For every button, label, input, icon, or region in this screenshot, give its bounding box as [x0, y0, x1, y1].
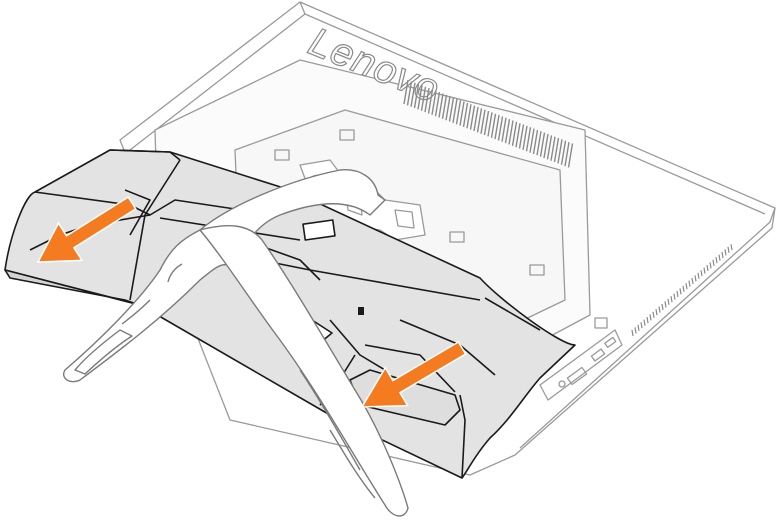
vent-slot: [508, 120, 514, 145]
vent-slot: [504, 119, 511, 144]
vent-slot: [501, 117, 507, 142]
vent-slot: [452, 98, 458, 124]
vent-slot: [655, 309, 658, 316]
vent-slot: [694, 275, 697, 282]
vent-slot: [529, 128, 535, 153]
vent-slot: [715, 257, 718, 264]
vent-slot: [546, 135, 553, 160]
right-cover-removal-arrow: [360, 340, 467, 408]
stand-left-leg: [63, 229, 236, 383]
vent-slot: [403, 79, 409, 105]
vent-slot: [518, 124, 525, 149]
vent-slot: [466, 104, 472, 129]
vent-slot: [560, 140, 567, 165]
vent-slot: [637, 324, 640, 331]
vent-slot: [462, 102, 469, 128]
top-vent-grille: [403, 79, 574, 168]
vent-slot: [649, 314, 652, 321]
vent-slot: [522, 125, 528, 151]
vent-slot: [480, 109, 486, 134]
side-vent-grille: [631, 244, 733, 337]
vent-slot: [679, 288, 682, 295]
vent-slot: [631, 329, 634, 337]
vent-slot: [673, 293, 676, 300]
vent-slot: [487, 112, 493, 137]
vent-slot: [564, 141, 570, 167]
vent-slot: [543, 133, 549, 159]
vent-slot: [441, 94, 448, 119]
vent-slot: [706, 264, 709, 272]
vent-slot: [658, 306, 661, 313]
vent-slot: [420, 86, 427, 111]
vent-slot: [490, 113, 497, 138]
vent-slot: [709, 262, 712, 269]
vent-slot: [459, 101, 465, 126]
vent-slot: [557, 139, 563, 164]
vent-slot: [473, 106, 479, 132]
vent-slot: [413, 83, 420, 109]
vent-slot: [703, 267, 706, 274]
vent-slot: [406, 81, 413, 106]
vent-slot: [667, 298, 670, 305]
vent-slot: [536, 131, 542, 156]
vent-slot: [670, 296, 673, 303]
stand-front-leg: [199, 225, 409, 517]
vent-slot: [664, 301, 667, 308]
vent-slot: [697, 272, 700, 279]
vent-slot: [727, 246, 730, 253]
vent-slot: [448, 97, 455, 122]
vent-slot: [721, 251, 724, 259]
vent-slot: [661, 303, 664, 311]
vent-slot: [718, 254, 721, 261]
vent-slot: [434, 92, 441, 117]
vent-slot: [455, 100, 462, 125]
vent-slot: [676, 290, 679, 298]
vent-slot: [417, 85, 423, 110]
vent-slot: [640, 322, 643, 329]
vent-slot: [445, 96, 451, 121]
monitor-stand: [63, 169, 409, 517]
vent-slot: [469, 105, 476, 130]
vent-slot: [427, 89, 434, 114]
vent-slot: [410, 82, 416, 107]
vent-slot: [700, 270, 703, 277]
vent-slot: [431, 90, 437, 115]
vent-slot: [515, 123, 521, 148]
vent-slot: [497, 116, 504, 141]
vent-slot: [646, 316, 649, 324]
vent-slot: [476, 108, 483, 133]
vent-slot: [567, 143, 574, 168]
vent-slot: [438, 93, 444, 118]
vent-slot: [424, 87, 430, 113]
vent-slot: [682, 285, 685, 292]
vent-slot: [550, 136, 556, 161]
vent-slot: [634, 327, 637, 334]
vent-slot: [483, 110, 490, 136]
vent-slot: [511, 121, 518, 146]
vent-slot: [691, 277, 694, 285]
vent-slot: [724, 249, 727, 256]
left-cover-removal-arrow: [36, 196, 137, 263]
cover-left-edge: [4, 269, 141, 306]
vent-slot: [539, 132, 546, 157]
removal-arrows: [36, 196, 467, 408]
vent-slot: [652, 311, 655, 318]
lock-slot: [358, 307, 364, 315]
vent-slot: [730, 244, 733, 251]
vent-slot: [525, 127, 532, 152]
stand-arm: [199, 169, 386, 271]
vent-slot: [532, 129, 539, 155]
vent-slot: [643, 319, 646, 326]
vent-slot: [685, 283, 688, 290]
vent-slot: [712, 259, 715, 266]
vent-slot: [553, 137, 560, 163]
vent-slot: [688, 280, 691, 287]
vent-slot: [494, 114, 500, 140]
